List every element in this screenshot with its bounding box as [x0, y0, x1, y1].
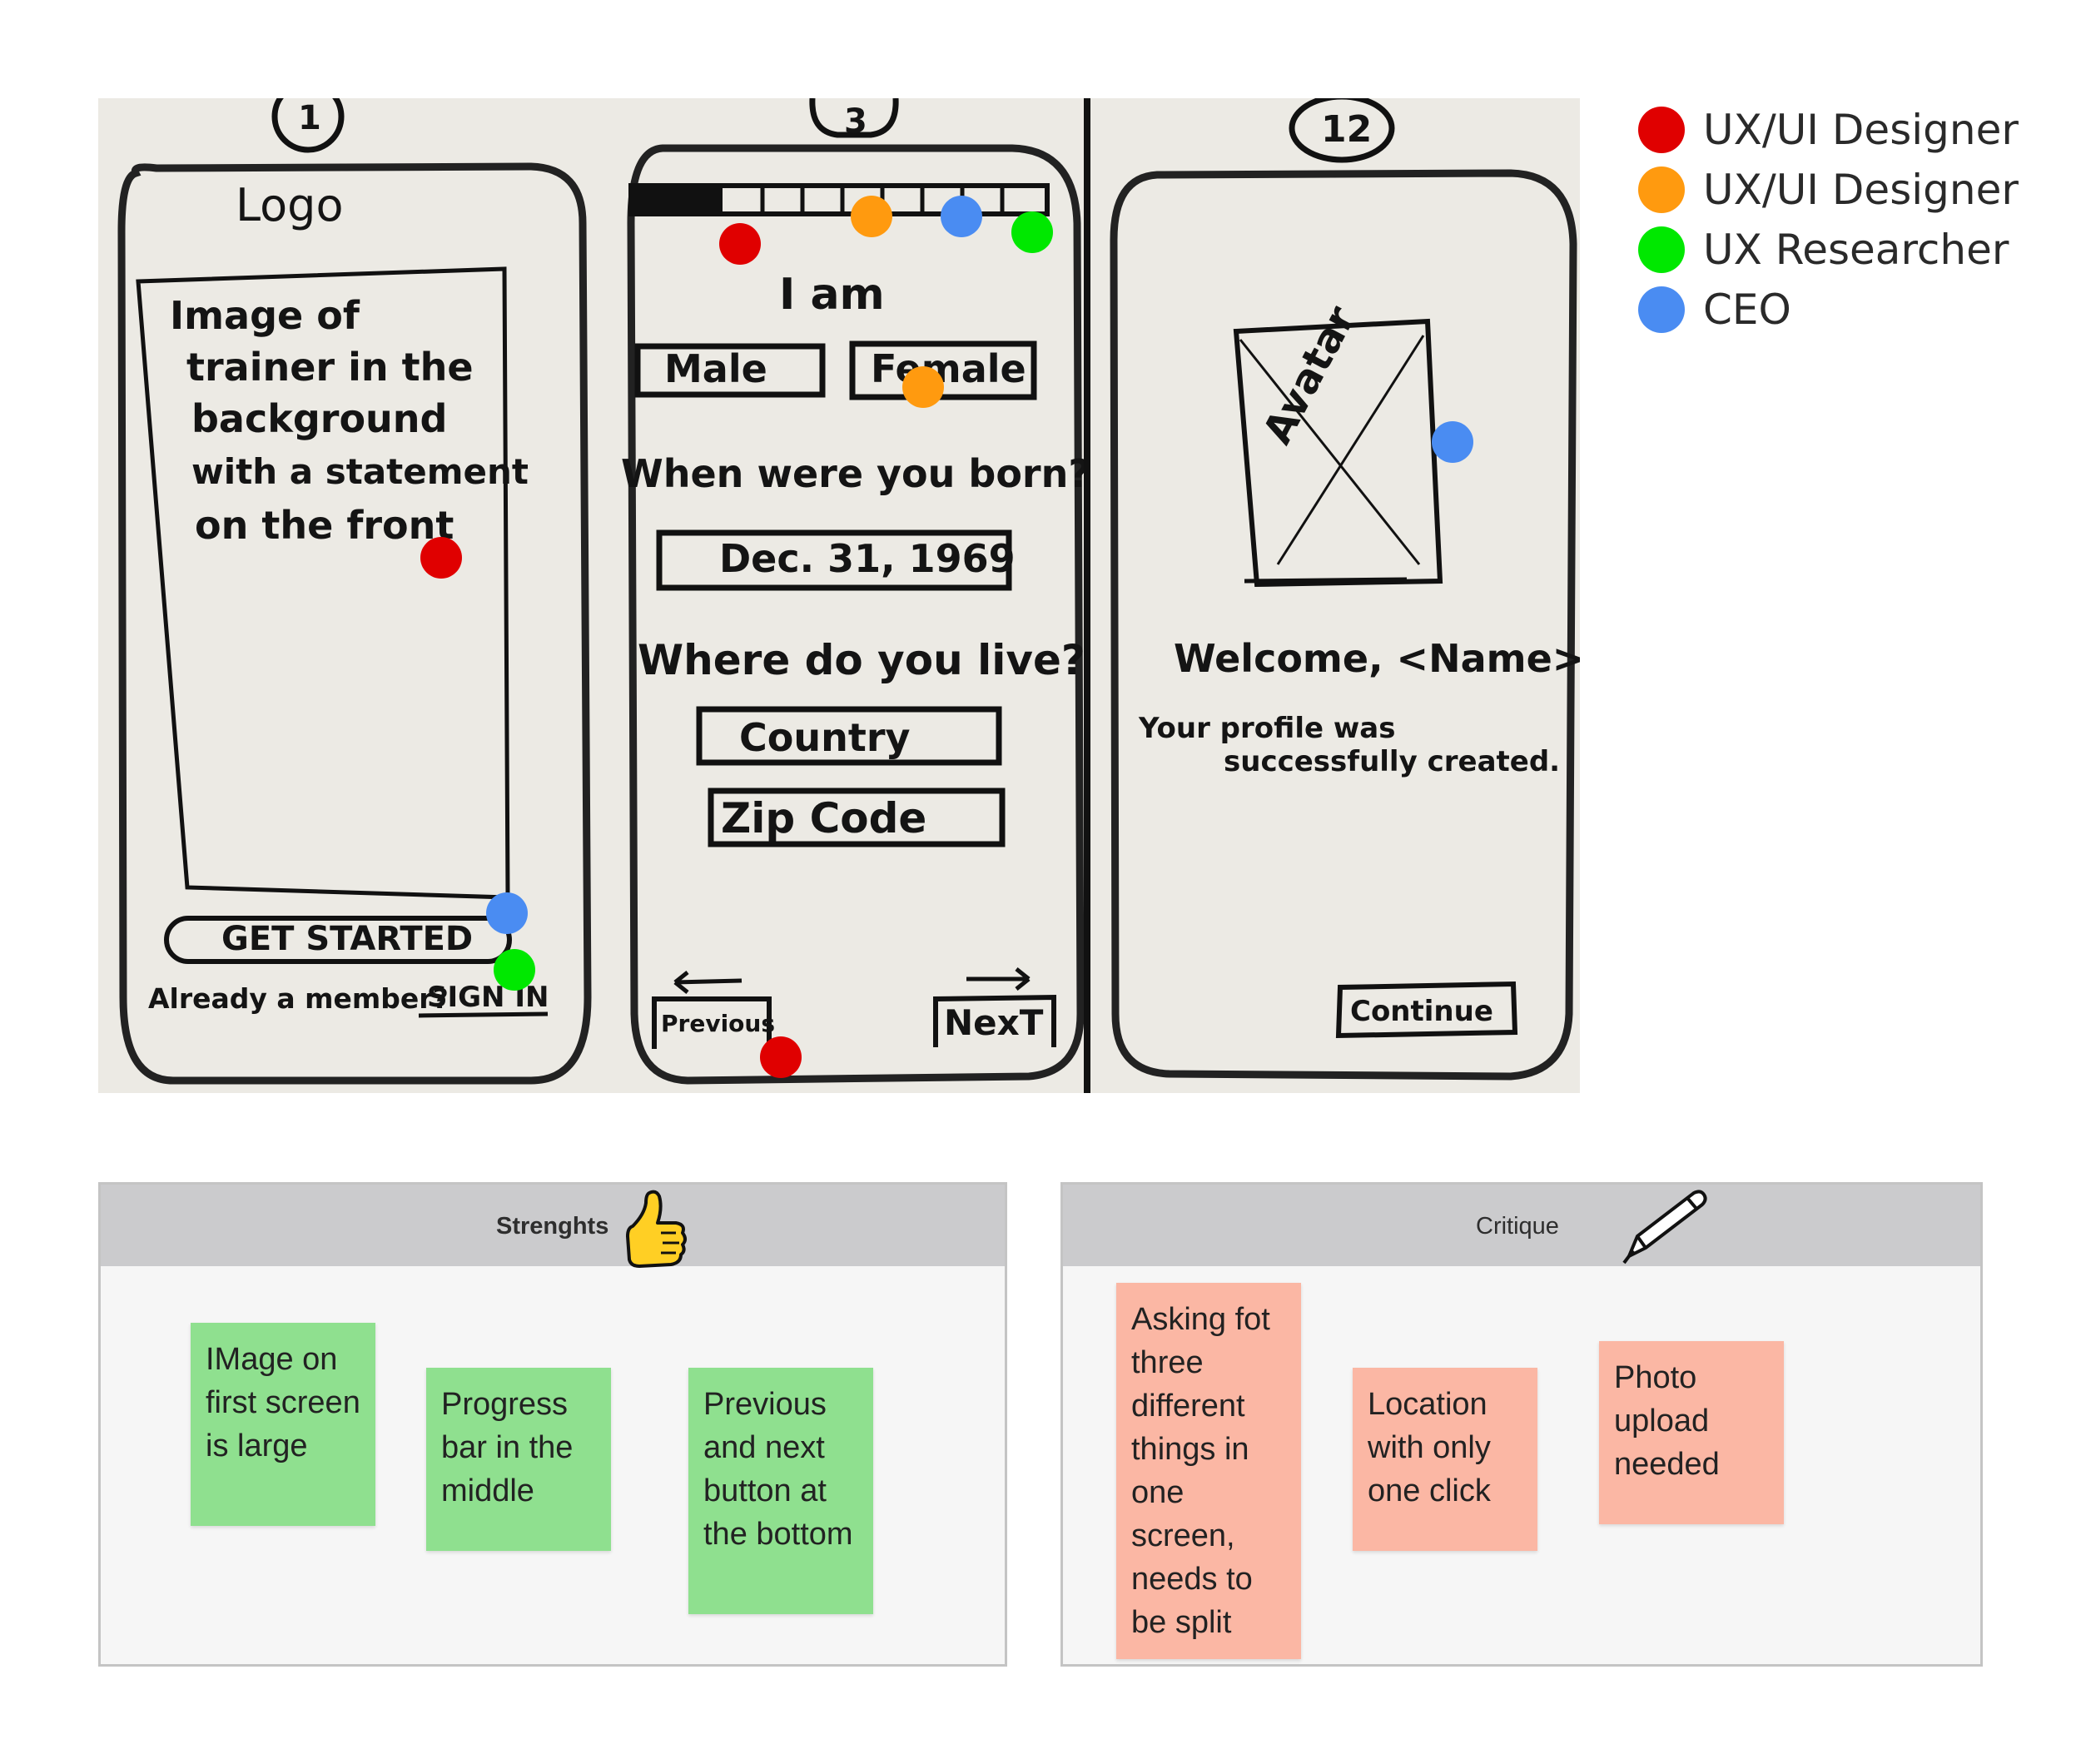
feedback-dot-green	[1011, 211, 1053, 253]
strengths-title: Strenghts	[496, 1213, 608, 1240]
feedback-dot-blue	[486, 892, 528, 934]
sketch-screen-1: 1 Logo Image of trainer in the backgroun…	[98, 98, 596, 1093]
sketch-1-number: 1	[298, 102, 321, 135]
strengths-note[interactable]: Progress bar in the middle	[426, 1368, 611, 1551]
sketch-3-live-question: Where do you live?	[638, 639, 1085, 681]
pencil-icon	[1612, 1185, 1712, 1268]
legend-item-ceo: CEO	[1638, 280, 2019, 340]
sketch-12-welcome: Welcome, <Name>!	[1174, 639, 1580, 678]
sketch-3-male-option: Male	[664, 350, 767, 388]
strengths-note[interactable]: IMage on first screen is large	[191, 1323, 375, 1526]
sketch-screen-3: 3 I am Male Female When were you born? D…	[596, 98, 1087, 1093]
sketch-12-subtext-1: Your profile was	[1139, 714, 1395, 743]
sketch-3-zip-field: Zip Code	[721, 798, 926, 839]
strengths-frame[interactable]: Strenghts IMage on first screen is large…	[98, 1182, 1007, 1667]
thumbs-up-icon	[621, 1186, 688, 1270]
orange-dot-icon	[1638, 166, 1685, 213]
critique-note[interactable]: Asking fot three different things in one…	[1116, 1283, 1301, 1659]
sketch-1-get-started-button: GET STARTED	[221, 922, 473, 956]
critique-title: Critique	[1476, 1213, 1559, 1240]
blue-dot-icon	[1638, 286, 1685, 333]
feedback-dot-orange	[851, 196, 892, 237]
feedback-dot-red	[719, 223, 761, 265]
feedback-dot-green	[494, 949, 535, 991]
sketch-3-heading: I am	[779, 273, 885, 316]
critique-frame[interactable]: Critique Asking fot three different thin…	[1060, 1182, 1983, 1667]
strengths-note[interactable]: Previous and next button at the bottom	[688, 1368, 873, 1614]
sketch-screen-12: 12 Avatar Welcome, <Name>! Your profile …	[1090, 98, 1580, 1093]
legend-item-ux-researcher: UX Researcher	[1638, 220, 2019, 280]
sketch-1-sign-in: SIGN IN	[427, 983, 549, 1011]
legend-item-ux-ui-designer-orange: UX/UI Designer	[1638, 160, 2019, 220]
sketch-12-subtext-2: successfully created.	[1224, 748, 1560, 776]
sketch-1-logo: Logo	[236, 183, 344, 228]
participant-legend: UX/UI Designer UX/UI Designer UX Researc…	[1638, 100, 2019, 340]
critique-note[interactable]: Location with only one click	[1353, 1368, 1537, 1551]
feedback-dot-blue	[1432, 421, 1473, 463]
sketch-3-next-button: NexT	[944, 1006, 1043, 1041]
sketch-3-drawing	[596, 98, 1087, 1093]
sketch-3-previous-button: Previous	[661, 1012, 775, 1036]
sketch-3-born-question: When were you born?	[621, 455, 1087, 493]
sketch-3-date-field: Dec. 31, 1969	[719, 539, 1016, 578]
sketch-3-female-option: Female	[871, 350, 1026, 388]
sketch-1-member-text: Already a member?	[148, 985, 449, 1012]
sketch-3-number: 3	[844, 105, 867, 138]
feedback-dot-orange	[902, 366, 944, 408]
sketch-divider	[1084, 98, 1090, 1093]
feedback-dot-blue	[941, 196, 982, 237]
strengths-header: Strenghts	[101, 1185, 1005, 1266]
legend-item-ux-ui-designer-red: UX/UI Designer	[1638, 100, 2019, 160]
critique-header: Critique	[1063, 1185, 1980, 1266]
feedback-dot-red	[420, 537, 462, 579]
green-dot-icon	[1638, 226, 1685, 273]
red-dot-icon	[1638, 107, 1685, 153]
critique-note[interactable]: Photo upload needed	[1599, 1341, 1784, 1524]
feedback-dot-red	[760, 1036, 802, 1078]
sketch-12-continue-button: Continue	[1350, 997, 1493, 1026]
sketch-12-number: 12	[1321, 112, 1372, 148]
sketch-12-drawing	[1090, 98, 1580, 1093]
sketch-3-country-field: Country	[739, 718, 911, 757]
